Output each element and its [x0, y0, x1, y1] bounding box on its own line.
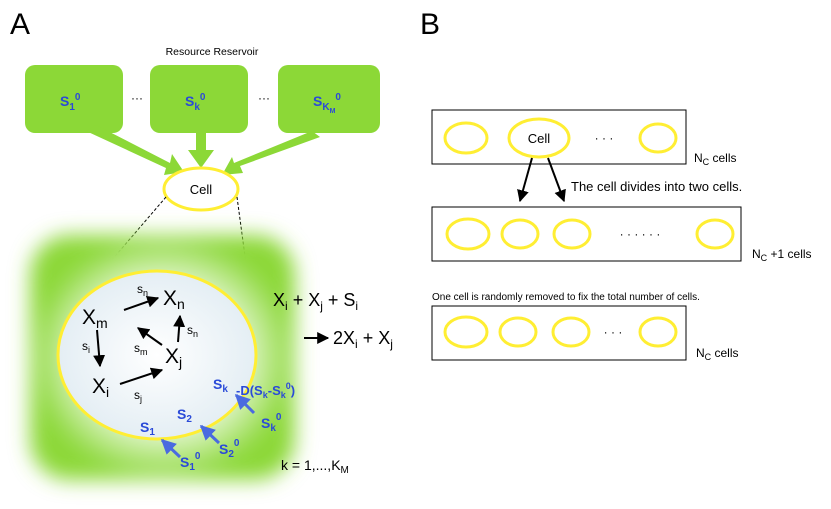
label-s1: S1: [140, 419, 155, 438]
reservoir-ellipsis-2: ···: [258, 91, 270, 105]
arrow-xj-xm: [137, 327, 163, 346]
arrow-xm-xn: [123, 295, 160, 311]
label-sk0: Sk0: [261, 412, 282, 434]
reservoir-label-1: S10: [60, 92, 81, 113]
chem-xm: Xm: [82, 306, 108, 331]
k-range: k = 1,...,KM: [281, 457, 349, 476]
diffusion-arrow-2: [199, 424, 221, 445]
population-box-bottom: [431, 305, 687, 361]
reservoir-box-1: [25, 65, 123, 133]
reservoir-title: Resource Reservoir: [166, 46, 259, 58]
catalyst-sj: sj: [134, 388, 142, 404]
cell-oval: [638, 122, 678, 154]
cell-small: [162, 166, 240, 212]
cell-oval: [498, 316, 538, 348]
flow-arrow-left: [86, 125, 184, 175]
catalyst-sn-top: sn: [137, 282, 148, 298]
cell-small-label: Cell: [190, 182, 213, 197]
cell-oval: [638, 316, 678, 348]
flow-arrow-right: [222, 131, 320, 175]
cell-oval: [695, 218, 735, 250]
catalyst-sn-right: sn: [187, 323, 198, 339]
reservoir-ellipsis-1: ···: [131, 91, 143, 105]
reservoir-label-km: SKM0: [313, 92, 341, 115]
chem-xi: Xi: [92, 375, 109, 400]
cell-dividing-label: Cell: [528, 131, 551, 146]
diffusion-arrows: [160, 393, 256, 459]
cell-oval: [445, 217, 491, 251]
cell-oval: [552, 218, 592, 250]
chem-xn: Xn: [163, 287, 185, 312]
label-s10: S10: [180, 451, 201, 473]
ellipsis-mid: · · · · · ·: [620, 227, 661, 241]
division-arrow-left: [517, 157, 533, 203]
catalyst-si: si: [82, 339, 90, 355]
flow-arrow-center: [188, 133, 214, 168]
reservoir-box-km: [278, 65, 380, 133]
reservoir-label-k: Sk0: [185, 92, 206, 113]
count-mid: NC +1 cells: [752, 247, 812, 263]
reaction-line-2: 2Xi + Xj: [333, 328, 393, 351]
ellipsis-bottom: · · ·: [604, 325, 623, 339]
count-bottom: NC cells: [696, 346, 739, 362]
arrow-xj-xn: [173, 314, 186, 343]
removal-text: One cell is randomly removed to fix the …: [432, 292, 700, 303]
divide-text: The cell divides into two cells.: [571, 179, 742, 194]
cell-oval: [500, 218, 540, 250]
label-flux: -D(Sk-Sk0): [236, 381, 295, 400]
label-s20: S20: [219, 438, 240, 460]
cell-oval-dividing: [507, 117, 571, 159]
cell-large: [56, 269, 258, 441]
reservoir-box-k: [150, 65, 248, 133]
cell-oval: [443, 315, 489, 349]
catalyst-sm: sm: [134, 341, 148, 357]
division-arrow-right: [547, 157, 566, 203]
cell-oval: [443, 121, 489, 155]
ellipsis-top: · · ·: [595, 131, 614, 145]
arrow-xi-xj: [119, 367, 164, 385]
chem-xj: Xj: [165, 345, 182, 370]
cell-oval: [551, 316, 591, 348]
panel-a-label: A: [10, 8, 30, 41]
diffusion-arrow-1: [160, 438, 182, 459]
population-box-mid: [431, 206, 742, 262]
reservoir-flow-arrows: [86, 125, 320, 175]
arrow-xm-xi: [93, 329, 106, 368]
diffusion-arrow-k: [234, 393, 256, 415]
reaction-line-1: Xi + Xj + Si: [273, 290, 358, 313]
panel-b-label: B: [420, 8, 440, 41]
label-s2: S2: [177, 406, 192, 425]
population-box-top: [431, 109, 687, 165]
label-sk: Sk: [213, 376, 228, 395]
count-top: NC cells: [694, 151, 737, 167]
